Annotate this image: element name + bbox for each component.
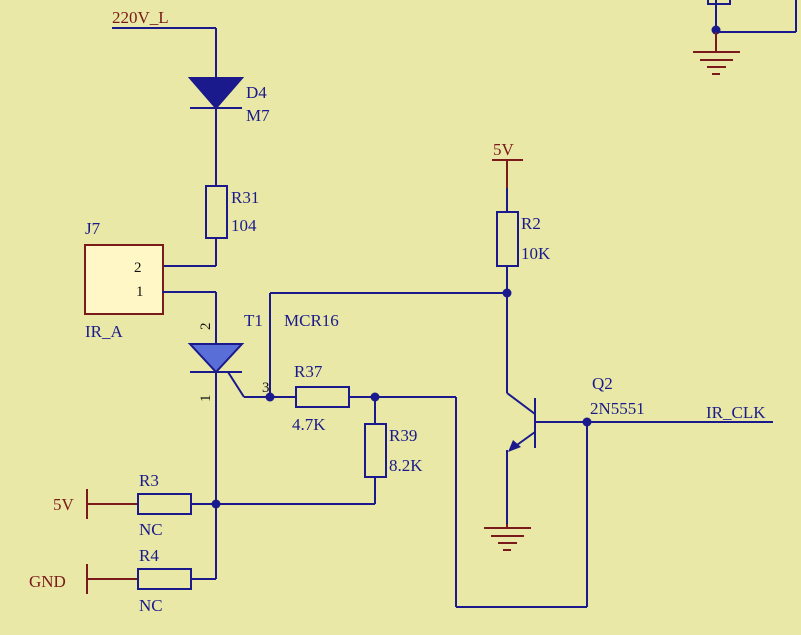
r31-ref: R31 [231,188,259,207]
resistor-r4: GND R4 NC [29,546,216,615]
thyristor-t1: 2 1 3 T1 MCR16 [187,311,339,403]
t1-value: MCR16 [284,311,339,330]
ground-symbol-top-right [693,0,797,75]
q2-ref: Q2 [592,374,613,393]
net-220v-l: 220V_L [112,8,190,29]
net-ir-clk: IR_CLK [587,403,773,423]
net-label-220v-l: 220V_L [112,8,169,27]
resistor-r3: 5V R3 NC [53,471,216,539]
transistor-q2: Q2 2N5551 [506,374,645,452]
t1-pin-2: 2 [198,323,214,331]
net-label-gnd: GND [29,572,66,591]
resistor-r37: R37 4.7K [292,362,350,434]
net-5v-top: 5V [492,140,523,188]
ground-symbol-q2 [484,524,531,551]
t1-pin-3: 3 [262,380,270,396]
r2-ref: R2 [521,214,541,233]
r3-ref: R3 [139,471,159,490]
net-label-ir-clk: IR_CLK [706,403,766,422]
r37-ref: R37 [294,362,323,381]
net-label-5v-left: 5V [53,495,75,514]
diode-d4: D4 M7 [187,77,270,125]
r4-value: NC [139,596,163,615]
r2-value: 10K [521,244,551,263]
d4-ref: D4 [246,83,267,102]
q2-value: 2N5551 [590,399,645,418]
resistor-r39: R39 8.2K [364,423,423,478]
t1-ref: T1 [244,311,263,330]
j7-name: IR_A [85,322,124,341]
r39-ref: R39 [389,426,417,445]
j7-pin-2: 2 [134,260,142,276]
net-label-5v-top: 5V [493,140,515,159]
r4-ref: R4 [139,546,159,565]
j7-pin-1: 1 [136,284,144,300]
t1-pin-1: 1 [198,395,214,403]
r39-value: 8.2K [389,456,423,475]
resistor-r2: R2 10K [496,211,551,267]
j7-ref: J7 [85,219,101,238]
r31-value: 104 [231,216,257,235]
connector-j7: J7 2 1 IR_A [84,219,164,341]
r3-value: NC [139,520,163,539]
r37-value: 4.7K [292,415,326,434]
d4-value: M7 [246,106,270,125]
resistor-r31: R31 104 [205,185,259,239]
